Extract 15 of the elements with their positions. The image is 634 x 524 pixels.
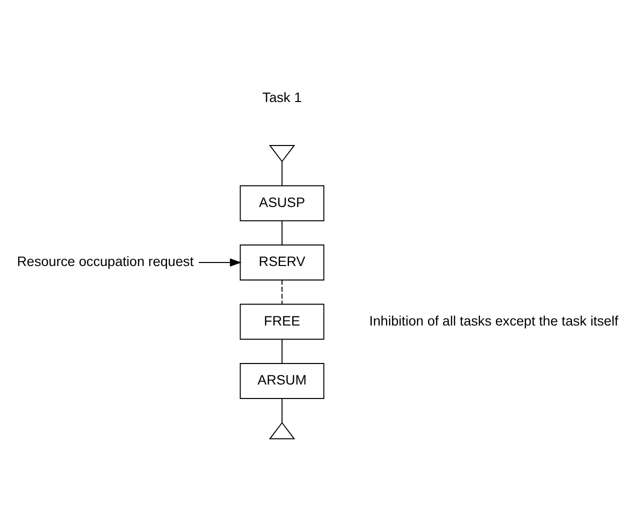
- node-box: ARSUM: [240, 362, 324, 398]
- node-triangle: [268, 144, 296, 162]
- arrow: [198, 258, 242, 266]
- node-text: Resource occupation request: [16, 254, 194, 269]
- node-triangle: [268, 421, 296, 439]
- label: Inhibition of all tasks except the task itself: [369, 312, 618, 328]
- connector: [282, 160, 283, 186]
- connector: [282, 279, 283, 304]
- connector: [282, 338, 283, 364]
- node-box: RSERV: [240, 244, 324, 280]
- node-box: FREE: [240, 303, 324, 340]
- connector: [282, 220, 283, 245]
- node-label: Task 1: [262, 89, 302, 104]
- node-box: ASUSP: [240, 184, 324, 221]
- connector: [282, 398, 283, 422]
